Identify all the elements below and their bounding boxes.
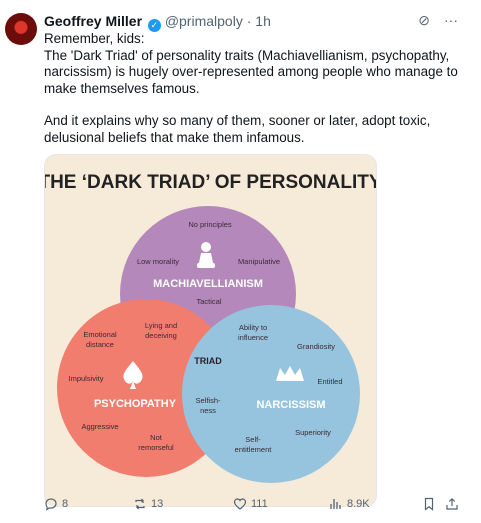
svg-text:ness: ness xyxy=(200,406,216,415)
image-title: THE ‘DARK TRIAD’ OF PERSONALITY xyxy=(45,172,376,193)
trait-manipulative: Manipulative xyxy=(238,257,280,266)
author-handle[interactable]: @primalpoly xyxy=(164,13,243,29)
trait-aggressive: Aggressive xyxy=(81,422,118,431)
label-psychopathy: PSYCHOPATHY xyxy=(94,398,177,410)
share-icon xyxy=(446,497,458,510)
trait-self-entitlement: Self- xyxy=(245,435,261,444)
like-button[interactable]: 111 xyxy=(233,497,268,511)
overlap-ability-influence: Ability to xyxy=(239,323,267,332)
views-count: 8.9K xyxy=(347,498,370,510)
tweet-paragraph: The 'Dark Triad' of personality traits (… xyxy=(44,47,458,96)
author-name[interactable]: Geoffrey Miller xyxy=(44,13,143,29)
psychopathy-circle xyxy=(57,299,235,477)
trait-no-principles: No principles xyxy=(188,220,232,229)
bookmark-icon xyxy=(424,497,434,511)
trait-tactical: Tactical xyxy=(196,297,221,306)
repost-count: 13 xyxy=(151,498,164,510)
tweet-text: Remember, kids: The 'Dark Triad' of pers… xyxy=(44,31,464,146)
tweet-actions: 8 13 111 8.9K xyxy=(44,497,464,517)
label-machiavellianism: MACHIAVELLIANISM xyxy=(153,278,263,290)
share-button[interactable] xyxy=(445,497,459,511)
trait-impulsivity: Impulsivity xyxy=(68,374,103,383)
timestamp[interactable]: 1h xyxy=(255,13,271,29)
svg-text:influence: influence xyxy=(238,333,268,342)
more-options-icon[interactable]: ··· xyxy=(444,12,458,28)
bookmark-button[interactable] xyxy=(422,497,436,511)
avatar[interactable] xyxy=(5,13,37,45)
label-triad-center: TRIAD xyxy=(194,356,222,366)
like-count: 111 xyxy=(251,498,268,510)
reply-count: 8 xyxy=(62,498,69,510)
heart-icon xyxy=(233,498,247,510)
views-button[interactable]: 8.9K xyxy=(329,497,370,511)
svg-text:entitlement: entitlement xyxy=(235,445,273,454)
views-chart-icon xyxy=(330,499,341,509)
trait-grandiosity: Grandiosity xyxy=(297,342,335,351)
repost-icon xyxy=(135,498,145,510)
trait-superiority: Superiority xyxy=(295,428,331,437)
label-narcissism: NARCISSISM xyxy=(256,399,325,411)
verified-badge-icon: ✓ xyxy=(147,19,161,32)
svg-text:remorseful: remorseful xyxy=(138,443,174,452)
tweet-paragraph: And it explains why so many of them, soo… xyxy=(44,113,431,145)
tweet-image[interactable]: THE ‘DARK TRIAD’ OF PERSONALITY N xyxy=(44,154,377,507)
reply-button[interactable]: 8 xyxy=(44,497,68,511)
crown-icon xyxy=(276,366,304,381)
svg-text:deceiving: deceiving xyxy=(145,331,177,340)
separator: · xyxy=(246,13,252,29)
trait-low-morality: Low morality xyxy=(137,257,179,266)
spade-icon xyxy=(123,361,143,389)
overlap-selfishness: Selfish- xyxy=(195,396,221,405)
trait-emotional-distance: Emotional xyxy=(83,330,117,339)
tweet-paragraph: Remember, kids: xyxy=(44,31,145,46)
overlap-lying-deceiving: Lying and xyxy=(145,321,177,330)
tweet-header: Geoffrey Miller ✓ @primalpoly · 1h xyxy=(44,12,271,32)
repost-button[interactable]: 13 xyxy=(133,497,163,511)
grok-icon[interactable]: ⊘ xyxy=(418,12,430,28)
dark-triad-venn-diagram: THE ‘DARK TRIAD’ OF PERSONALITY N xyxy=(45,172,376,483)
chess-pawn-icon xyxy=(197,242,215,268)
svg-text:distance: distance xyxy=(86,340,114,349)
trait-entitled: Entitled xyxy=(317,377,342,386)
narcissism-circle xyxy=(182,305,360,483)
reply-icon xyxy=(45,498,57,511)
trait-not-remorseful: Not xyxy=(150,433,163,442)
tweet-top-actions: ⊘ ··· xyxy=(418,12,458,29)
